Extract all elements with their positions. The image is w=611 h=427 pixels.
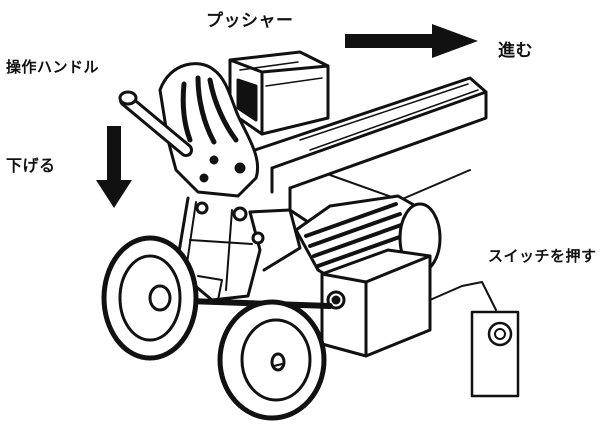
handle-grip — [118, 90, 193, 157]
forward-label: 進む — [498, 41, 533, 61]
switch-cable — [429, 281, 497, 311]
forward-arrow — [345, 24, 478, 58]
operating-handle-plate — [158, 62, 260, 198]
press-switch-label: スイッチを押す — [488, 247, 597, 265]
pusher-block — [228, 50, 330, 136]
lower-arrow — [96, 126, 132, 208]
pusher-label: プッシャー — [206, 11, 294, 31]
front-wheel — [217, 299, 327, 421]
operating-handle-label: 操作ハンドル — [6, 58, 100, 76]
switch-button-icon — [487, 321, 513, 347]
rear-wheel — [101, 235, 199, 361]
lower-label: 下げる — [6, 156, 56, 175]
